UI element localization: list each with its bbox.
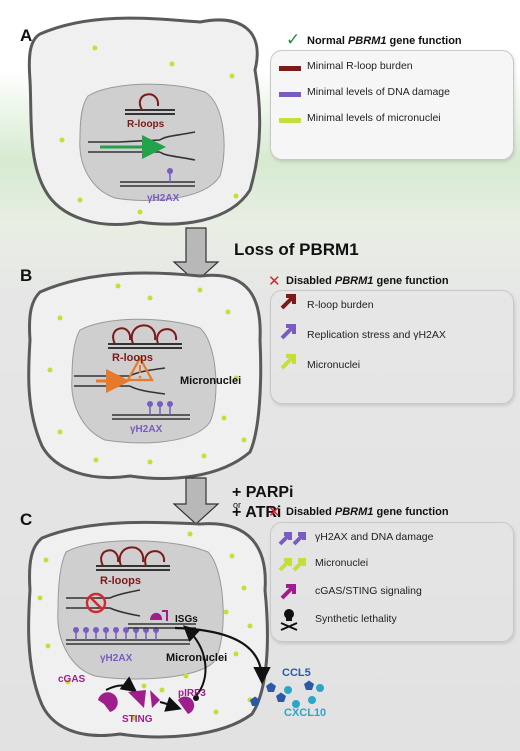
legend-c-item: γH2AX and DNA damage [315, 531, 434, 543]
micronuclei-label-b: Micronuclei [180, 375, 241, 387]
legend-c-item: Micronuclei [315, 557, 369, 569]
micronuclei-swatch [279, 118, 301, 123]
rloop-icon [108, 324, 182, 349]
cxcl10-molecules [284, 684, 324, 708]
h2ax-label-c: γH2AX [100, 653, 133, 664]
rloops-label-b: R-loops [112, 352, 153, 364]
panel-letter-a: A [20, 26, 33, 45]
rloop-icon [125, 93, 175, 115]
panel-letter-b: B [20, 266, 33, 285]
legend-a-title: Normal PBRM1 gene function [307, 35, 462, 47]
or-label: or [233, 500, 242, 510]
sting-to-pirf3-arrow [159, 696, 182, 712]
ccl5-label: CCL5 [282, 667, 311, 679]
legend-a-item: Minimal levels of micronuclei [307, 112, 441, 124]
ccl5-molecules [250, 680, 314, 706]
parpi-label: + PARPi [232, 484, 294, 501]
legend-c-item: cGAS/STING signaling [315, 585, 422, 597]
rloops-label-c: R-loops [100, 575, 141, 587]
micronuclei-dots-b [47, 283, 247, 465]
pirf3-label: pIRF3 [178, 688, 206, 699]
rloop-swatch [279, 66, 301, 71]
h2ax-marker-b [112, 401, 190, 420]
loss-of-pbrm1-label: Loss of PBRM1 [234, 240, 359, 259]
legend-a-item: Minimal levels of DNA damage [307, 86, 450, 98]
cgas-icon [98, 692, 118, 712]
legend-b-title: Disabled PBRM1 gene function [286, 275, 449, 287]
blocked-icon [85, 592, 107, 614]
cross-icon: ✕ [268, 273, 281, 290]
transition-arrow-2 [172, 477, 220, 525]
legend-a-item: Minimal R-loop burden [307, 60, 413, 72]
rloops-label-a: R-loops [127, 119, 165, 130]
legend-c: γH2AX and DNA damage Micronuclei cGAS/ST… [270, 522, 514, 642]
legend-a: Minimal R-loop burden Minimal levels of … [270, 50, 514, 160]
h2ax-label-b: γH2AX [130, 424, 163, 435]
cgas-to-sting-arrow [105, 676, 138, 693]
pirf3-icon [178, 695, 199, 714]
legend-b-item: R-loop burden [307, 299, 374, 311]
legend-b: R-loop burden Replication stress and γH2… [270, 290, 514, 404]
rloop-icon [96, 546, 170, 571]
micronuclei-label-c: Micronuclei [166, 652, 227, 664]
legend-b-item: Replication stress and γH2AX [307, 329, 446, 341]
isgs-label: ISGs [175, 614, 198, 625]
pirf3-to-nucleus-arrow [183, 625, 207, 697]
legend-c-item: Synthetic lethality [315, 613, 397, 625]
legend-c-icons [278, 532, 306, 631]
h2ax-marker-c [66, 627, 190, 645]
cross-icon: ✕ [268, 504, 281, 521]
warning-icon [126, 355, 154, 382]
sting-icon [128, 690, 160, 708]
panel-letter-c: C [20, 510, 33, 529]
dna-damage-swatch [279, 92, 301, 97]
h2ax-label-a: γH2AX [147, 193, 180, 204]
check-icon: ✓ [286, 30, 301, 49]
atri-label: + ATRi [232, 504, 282, 521]
micronuclei-dots-a [59, 45, 239, 215]
transition-arrow-1 [172, 227, 220, 283]
legend-b-icons [280, 294, 296, 370]
cgas-label: cGAS [58, 674, 86, 685]
legend-b-item: Micronuclei [307, 359, 361, 371]
cxcl10-label: CXCL10 [284, 707, 326, 719]
h2ax-marker-a [120, 168, 195, 187]
legend-c-title: Disabled PBRM1 gene function [286, 506, 449, 518]
sting-label: STING [122, 714, 153, 725]
